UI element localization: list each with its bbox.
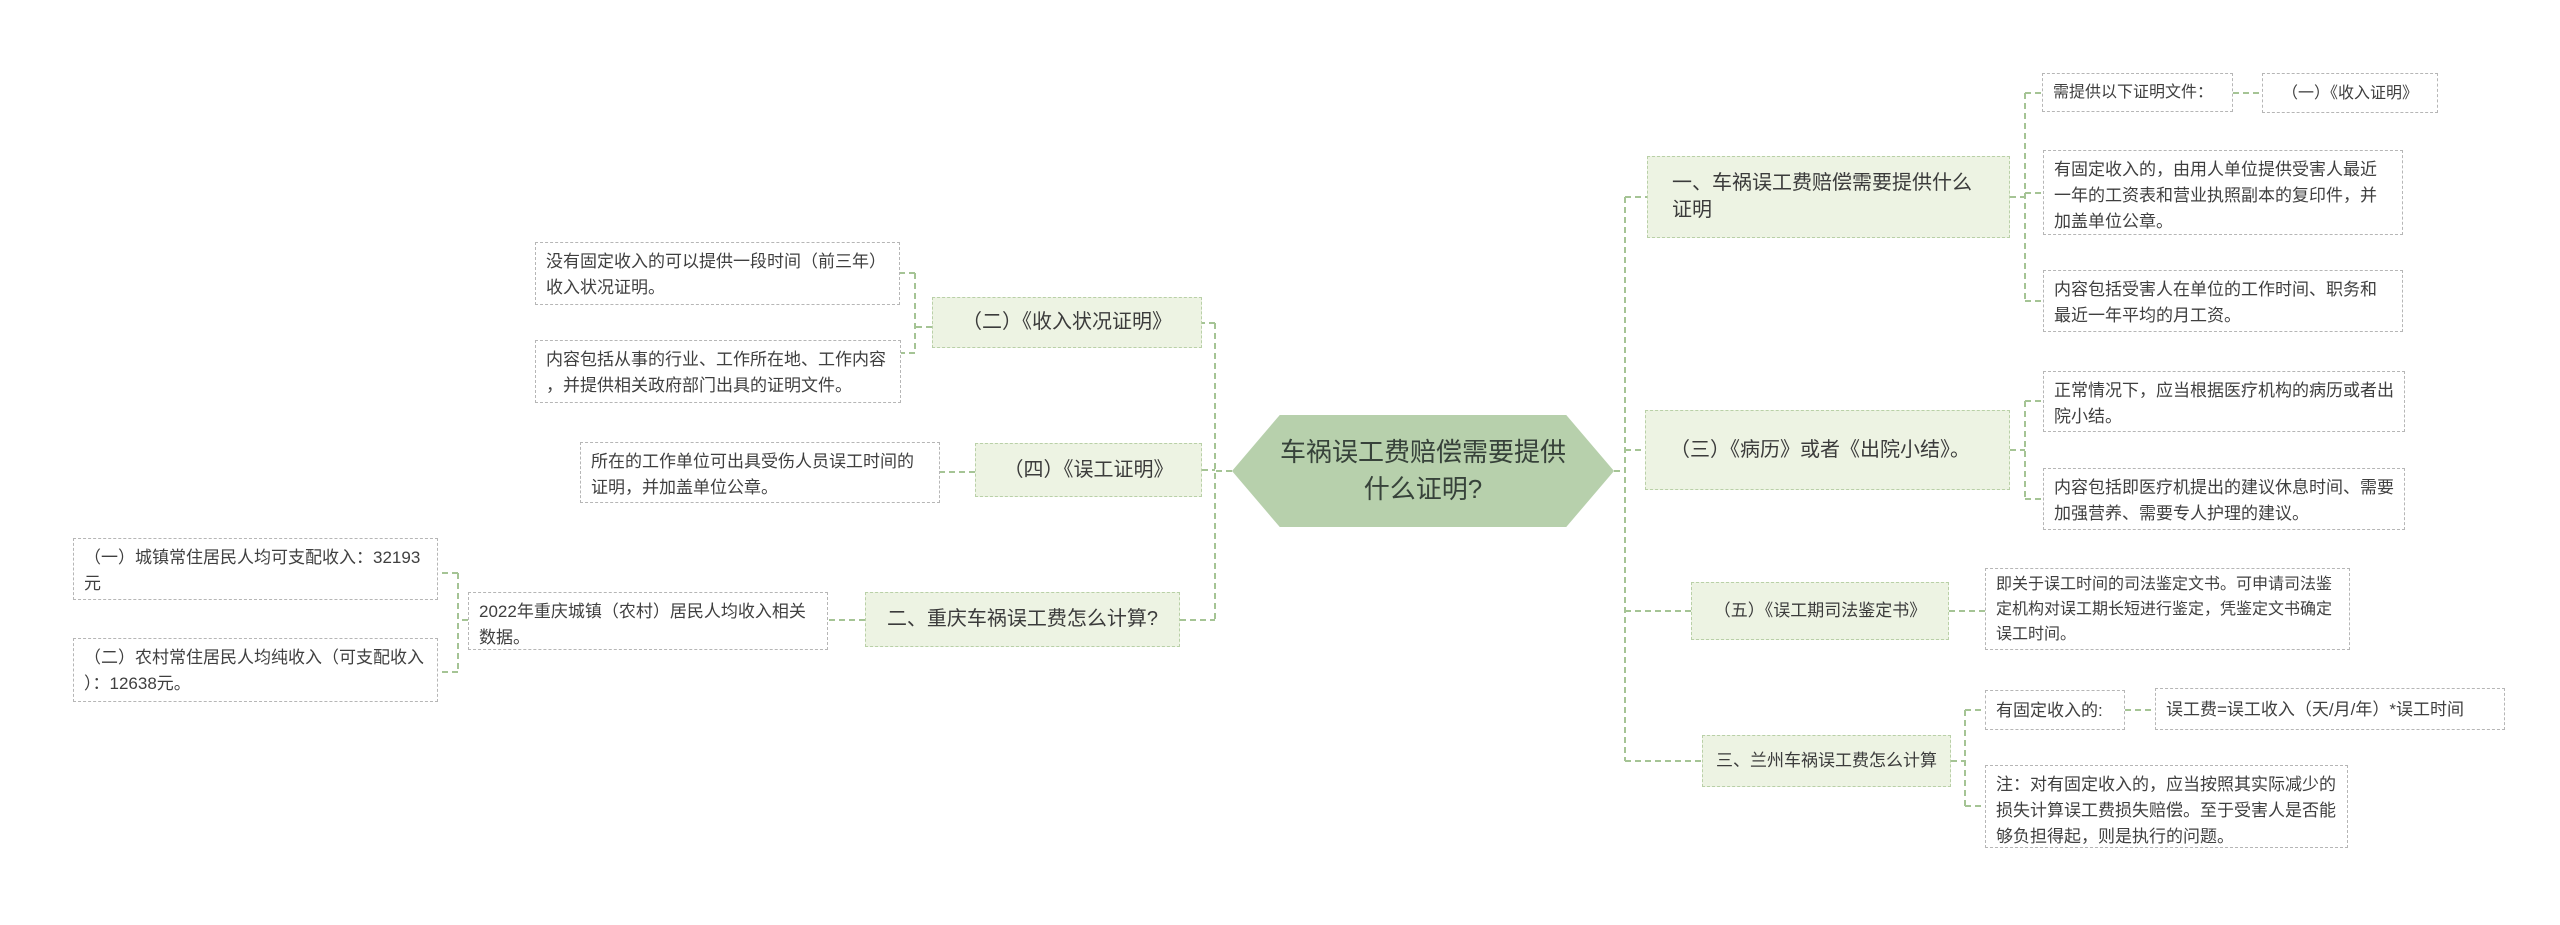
subtopic-medical-record[interactable]: （三）《病历》或者《出院小结》。 xyxy=(1645,410,2010,490)
root-topic[interactable]: 车祸误工费赔偿需要提供什么证明? xyxy=(1232,415,1614,527)
detail-urban-income[interactable]: （一）城镇常住居民人均可支配收入：32193元 xyxy=(73,538,438,600)
detail-rural-income[interactable]: （二）农村常住居民人均纯收入（可支配收入）：12638元。 xyxy=(73,638,438,702)
subtopic-income-status-cert[interactable]: （二）《收入状况证明》 xyxy=(932,297,1202,348)
subtopic-lanzhou-calculation[interactable]: 三、兰州车祸误工费怎么计算 xyxy=(1702,735,1951,787)
detail-need-docs[interactable]: 需提供以下证明文件： xyxy=(2042,73,2233,112)
detail-2022-data[interactable]: 2022年重庆城镇（农村）居民人均收入相关数据。 xyxy=(468,592,828,650)
subtopic-judicial-appraisal[interactable]: （五）《误工期司法鉴定书》 xyxy=(1691,582,1949,640)
subtopic-lost-work-cert[interactable]: （四）《误工证明》 xyxy=(975,443,1202,497)
detail-employer-proof[interactable]: 所在的工作单位可出具受伤人员误工时间的证明，并加盖单位公章。 xyxy=(580,442,940,503)
detail-normal-case[interactable]: 正常情况下，应当根据医疗机构的病历或者出院小结。 xyxy=(2043,371,2405,432)
detail-victim-work-content[interactable]: 内容包括受害人在单位的工作时间、职务和最近一年平均的月工资。 xyxy=(2043,270,2403,332)
detail-income-cert[interactable]: （一）《收入证明》 xyxy=(2262,73,2438,113)
detail-has-fixed-income[interactable]: 有固定收入的: xyxy=(1985,690,2125,730)
detail-formula[interactable]: 误工费=误工收入（天/月/年）*误工时间 xyxy=(2155,688,2505,730)
detail-fixed-income-proof[interactable]: 有固定收入的，由用人单位提供受害人最近一年的工资表和营业执照副本的复印件，并加盖… xyxy=(2043,150,2403,235)
subtopic-what-proof-needed[interactable]: 一、车祸误工费赔偿需要提供什么证明 xyxy=(1647,156,2010,238)
subtopic-chongqing-calculation[interactable]: 二、重庆车祸误工费怎么计算? xyxy=(865,592,1180,647)
detail-note[interactable]: 注：对有固定收入的，应当按照其实际减少的损失计算误工费损失赔偿。至于受害人是否能… xyxy=(1985,765,2348,848)
detail-no-fixed-income[interactable]: 没有固定收入的可以提供一段时间（前三年）收入状况证明。 xyxy=(535,242,900,305)
detail-judicial-appraisal[interactable]: 即关于误工时间的司法鉴定文书。可申请司法鉴定机构对误工期长短进行鉴定，凭鉴定文书… xyxy=(1985,568,2350,650)
detail-income-status-content[interactable]: 内容包括从事的行业、工作所在地、工作内容，并提供相关政府部门出具的证明文件。 xyxy=(535,340,901,403)
detail-medical-advice-content[interactable]: 内容包括即医疗机提出的建议休息时间、需要加强营养、需要专人护理的建议。 xyxy=(2043,468,2405,530)
